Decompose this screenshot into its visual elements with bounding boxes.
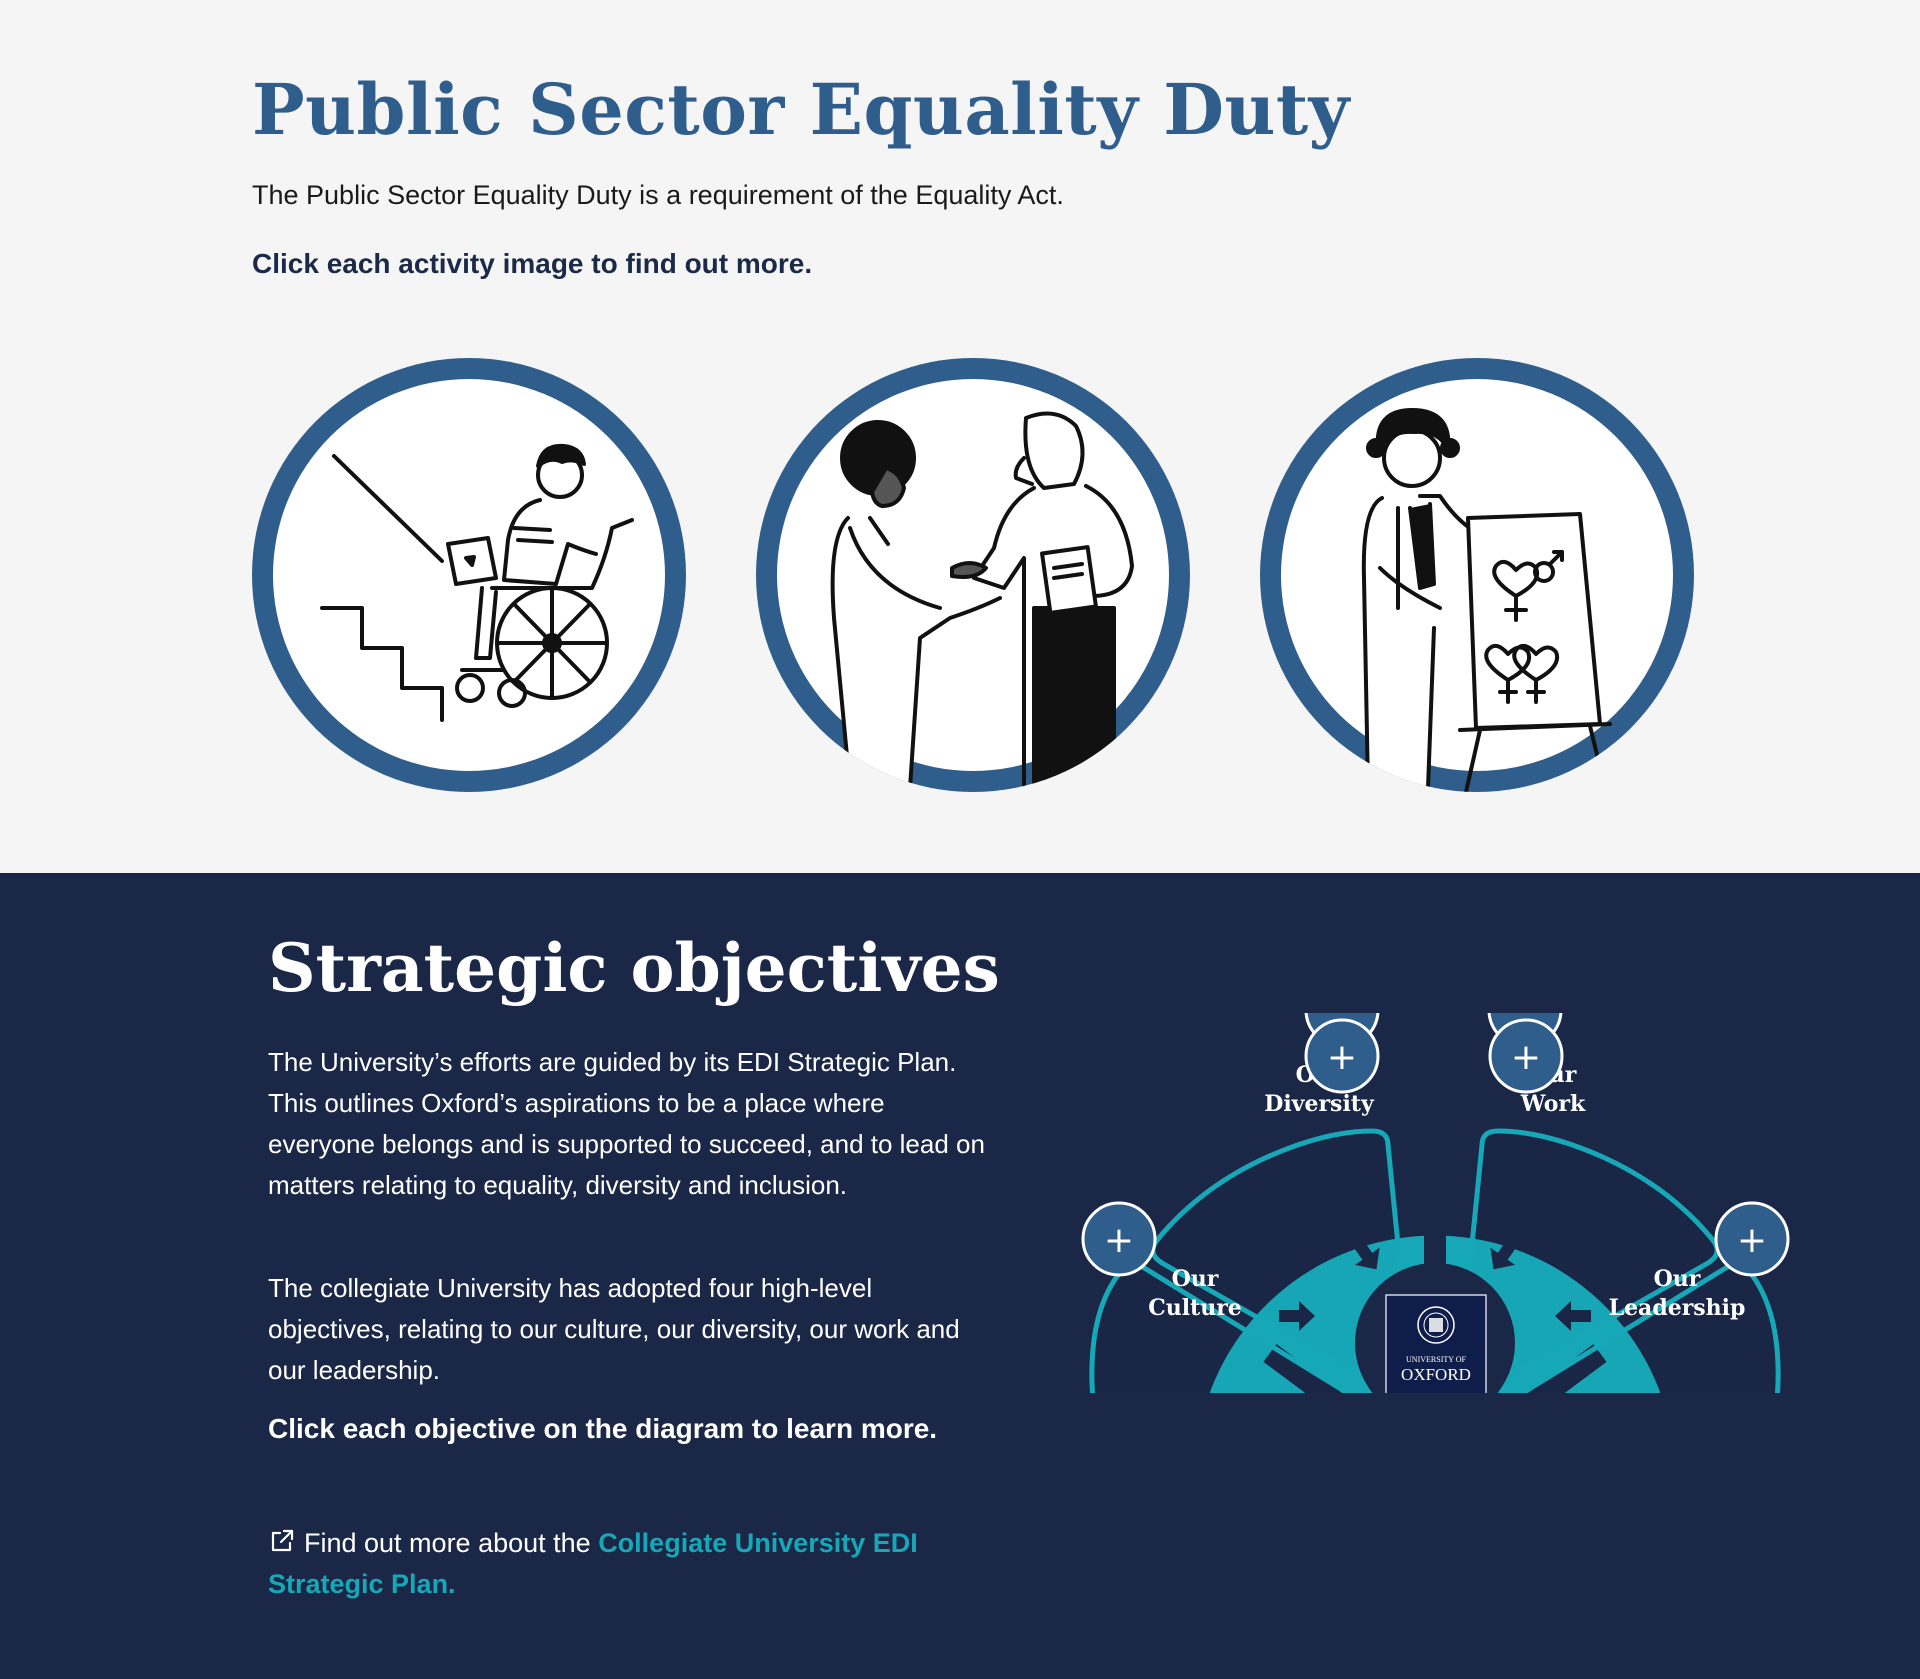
wheelchair-user-stairs-illustration — [320, 443, 634, 722]
strategic-paragraph-2: The collegiate University has adopted fo… — [268, 1273, 960, 1385]
find-out-more: Find out more about the Collegiate Unive… — [268, 1523, 988, 1605]
find-out-more-text: Find out more about the — [304, 1528, 599, 1558]
label-our-leadership-line1: Our — [1654, 1266, 1701, 1292]
label-our-diversity-line2: Diversity — [1264, 1091, 1375, 1117]
expand-our-work-button[interactable]: + — [1488, 1018, 1564, 1094]
activity-partnership-button[interactable] — [756, 358, 1190, 792]
plus-icon: + — [1327, 1037, 1357, 1078]
edi-strategic-plan-link[interactable]: Collegiate University EDI Strategic Plan… — [268, 1528, 918, 1599]
strategic-objectives-section: Strategic objectives The University’s ef… — [0, 873, 1920, 1679]
oxford-logo: UNIVERSITY OF OXFORD — [1385, 1294, 1487, 1393]
expand-our-culture-button[interactable]: + — [1081, 1201, 1157, 1277]
top-plus-buttons: + + — [1304, 1018, 1564, 1094]
psed-title: Public Sector Equality Duty — [252, 68, 1350, 151]
strategic-objectives-title: Strategic objectives — [268, 929, 1000, 1007]
label-our-leadership-line2: Leadership — [1609, 1295, 1746, 1321]
svg-text:OXFORD: OXFORD — [1401, 1365, 1471, 1384]
plus-icon: + — [1737, 1220, 1767, 1261]
strategic-paragraph-1: The University’s efforts are guided by i… — [268, 1047, 985, 1200]
handshake-illustration — [830, 411, 1134, 790]
label-our-culture-line1: Our — [1172, 1266, 1219, 1292]
external-link-icon — [271, 1529, 294, 1552]
activity-accessibility-button[interactable] — [252, 358, 686, 792]
strategic-instruction: Click each objective on the diagram to l… — [268, 1413, 938, 1444]
activity-gender-equality-button[interactable] — [1260, 358, 1694, 792]
svg-text:UNIVERSITY OF: UNIVERSITY OF — [1406, 1355, 1466, 1364]
gender-symbols-presentation-illustration — [1361, 408, 1612, 792]
label-our-work-line2: Work — [1520, 1091, 1586, 1117]
psed-section: Public Sector Equality Duty The Public S… — [252, 68, 1694, 792]
psed-instruction: Click each activity image to find out mo… — [252, 248, 813, 279]
psed-intro: The Public Sector Equality Duty is a req… — [252, 180, 1064, 210]
plus-icon: + — [1104, 1220, 1134, 1261]
expand-our-leadership-button[interactable]: + — [1714, 1201, 1790, 1277]
ring-arrows — [1279, 1236, 1591, 1331]
plus-icon: + — [1511, 1037, 1541, 1078]
label-our-culture-line2: Culture — [1148, 1295, 1242, 1321]
expand-our-diversity-button[interactable]: + — [1304, 1018, 1380, 1094]
objectives-diagram: UNIVERSITY OF OXFORD Our Culture Our Div… — [1081, 1013, 1790, 1393]
